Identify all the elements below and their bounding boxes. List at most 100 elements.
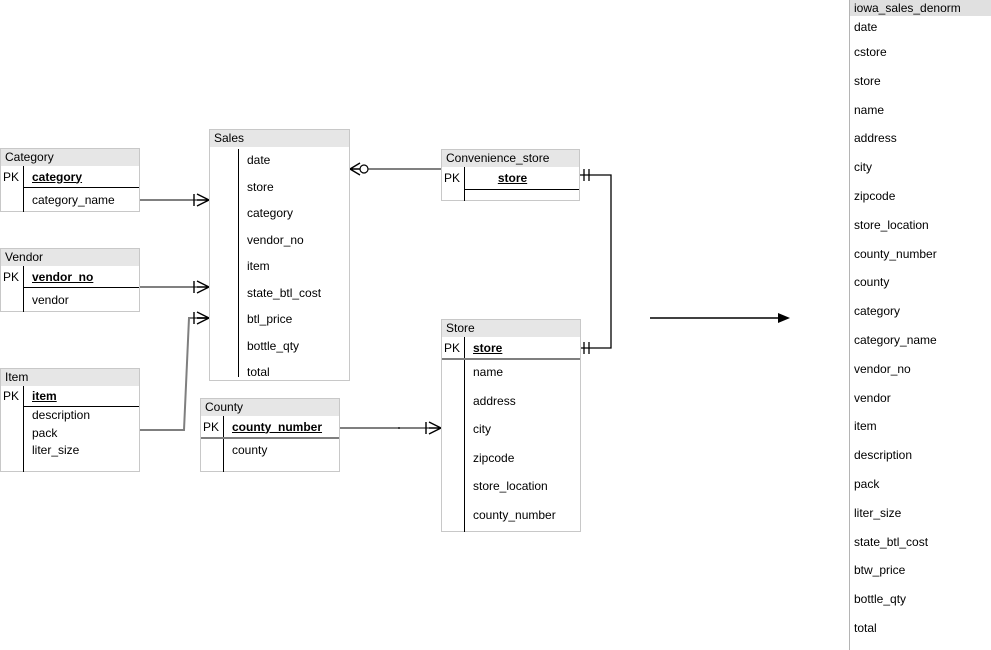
- field-row-sales-total[interactable]: total: [210, 359, 349, 386]
- field-row-store-pk[interactable]: PK store: [442, 337, 580, 358]
- denorm-column-item[interactable]: county_number: [854, 246, 937, 261]
- field-name: store: [473, 340, 503, 355]
- field-name: county_number: [232, 419, 323, 434]
- denorm-column-item[interactable]: store: [854, 73, 881, 88]
- pk-divider-rule: [442, 358, 580, 360]
- field-name: item: [247, 259, 270, 274]
- field-name: vendor: [32, 292, 69, 307]
- pk-marker: PK: [3, 389, 20, 403]
- field-name: category: [32, 169, 83, 184]
- field-row-sales-date[interactable]: date: [210, 147, 349, 174]
- denorm-column-item[interactable]: description: [854, 448, 913, 463]
- entity-gutter-rule: [223, 416, 224, 472]
- entity-county[interactable]: County PK county_number county: [200, 398, 340, 472]
- entity-vendor[interactable]: Vendor PK vendor_no vendor: [0, 248, 140, 312]
- entity-item[interactable]: Item PK item description pack liter_size: [0, 368, 140, 472]
- field-name: btl_price: [247, 312, 293, 327]
- field-row-store-address[interactable]: address: [442, 387, 580, 416]
- denorm-column-item[interactable]: address: [854, 131, 897, 146]
- field-name: category: [247, 206, 294, 221]
- field-row-store-county-number[interactable]: county_number: [442, 501, 580, 530]
- entity-gutter-rule: [464, 167, 465, 201]
- denorm-column-item[interactable]: date: [854, 20, 878, 34]
- entity-store-title: Store: [442, 320, 580, 337]
- denorm-table-panel[interactable]: iowa_sales_denorm date cstore store name add…: [849, 0, 991, 650]
- denorm-column-item[interactable]: county: [854, 275, 890, 290]
- field-name: state_btl_cost: [247, 285, 322, 300]
- field-row-county-pk[interactable]: PK county_number: [201, 416, 339, 437]
- field-row-store-city[interactable]: city: [442, 415, 580, 444]
- field-name: category_name: [32, 192, 115, 207]
- denorm-column-item[interactable]: liter_size: [854, 505, 902, 520]
- pk-divider-rule: [201, 437, 339, 439]
- denorm-column-item[interactable]: name: [854, 102, 885, 117]
- field-row-item-description[interactable]: description: [1, 406, 139, 424]
- field-row-item-pk[interactable]: PK item: [1, 386, 139, 406]
- denorm-column-item[interactable]: bottle_qty: [854, 592, 907, 607]
- field-name: vendor_no: [247, 232, 304, 247]
- denorm-column-item[interactable]: vendor: [854, 390, 891, 405]
- pk-divider-rule: [464, 189, 579, 190]
- denorm-column-item[interactable]: category_name: [854, 332, 937, 347]
- entity-category[interactable]: Category PK category category_name: [0, 148, 140, 212]
- entity-gutter-rule: [238, 149, 239, 377]
- denorm-column-item[interactable]: pack: [854, 476, 880, 491]
- field-row-sales-state-btl-cost[interactable]: state_btl_cost: [210, 280, 349, 307]
- pk-marker: PK: [444, 340, 461, 355]
- field-row-item-liter-size[interactable]: liter_size: [1, 441, 139, 458]
- entity-category-title: Category: [1, 149, 139, 166]
- entity-store[interactable]: Store PK store name address city z: [441, 319, 581, 532]
- field-name: zipcode: [473, 450, 515, 465]
- denorm-column-item[interactable]: state_btl_cost: [854, 534, 929, 549]
- field-name: pack: [32, 425, 58, 440]
- denorm-table-title: iowa_sales_denorm: [850, 0, 991, 16]
- relationship-connector-layer: [22, 162, 790, 435]
- field-row-sales-item[interactable]: item: [210, 253, 349, 280]
- field-row-vendor-pk[interactable]: PK vendor_no: [1, 266, 139, 287]
- field-row-sales-category[interactable]: category: [210, 200, 349, 227]
- field-row-store-zipcode[interactable]: zipcode: [442, 444, 580, 473]
- er-diagram-canvas: Category PK category category_name Vendo…: [0, 129, 790, 532]
- entity-gutter-rule: [23, 266, 24, 312]
- denorm-column-item[interactable]: category: [854, 304, 901, 319]
- denorm-column-item[interactable]: vendor_no: [854, 361, 911, 376]
- denorm-column-item[interactable]: item: [854, 419, 877, 434]
- field-row-store-location[interactable]: store_location: [442, 472, 580, 501]
- pk-marker: PK: [3, 169, 20, 184]
- relationship-convenience-store-store: [580, 169, 612, 354]
- denorm-column-item[interactable]: zipcode: [854, 188, 896, 203]
- entity-item-title: Item: [1, 369, 139, 386]
- field-row-sales-btl-price[interactable]: btl_price: [210, 306, 349, 333]
- field-row-county-name[interactable]: county: [201, 437, 339, 462]
- field-name: city: [473, 422, 491, 437]
- field-row-sales-vendor-no[interactable]: vendor_no: [210, 227, 349, 254]
- pk-divider-rule: [23, 406, 139, 407]
- field-name: county_number: [473, 507, 556, 522]
- field-name: vendor_no: [32, 269, 94, 284]
- field-row-sales-bottle-qty[interactable]: bottle_qty: [210, 333, 349, 360]
- entity-sales[interactable]: Sales date store category vendor_no item: [209, 129, 350, 381]
- field-row-sales-store[interactable]: store: [210, 174, 349, 201]
- denorm-column-item[interactable]: total: [854, 620, 877, 635]
- field-row-vendor-name[interactable]: vendor: [1, 287, 139, 312]
- entity-gutter-rule: [464, 337, 465, 532]
- relationship-item-sales: [140, 311, 210, 431]
- field-name: name: [473, 365, 504, 380]
- denorm-column-item[interactable]: btw_price: [854, 563, 906, 578]
- denormalization-arrow: [650, 313, 790, 323]
- field-row-category-name[interactable]: category_name: [1, 187, 139, 212]
- field-name: county: [232, 442, 268, 457]
- entity-convenience-store[interactable]: Convenience_store PK store: [441, 149, 580, 201]
- pk-marker: PK: [3, 269, 20, 284]
- field-row-category-pk[interactable]: PK category: [1, 166, 139, 187]
- relationship-county-store: [340, 421, 442, 435]
- field-name: description: [32, 408, 91, 422]
- field-row-convenience-store-pk[interactable]: PK store: [442, 167, 579, 189]
- denorm-column-item[interactable]: city: [854, 160, 872, 175]
- entity-gutter-rule: [23, 386, 24, 472]
- field-row-item-pack[interactable]: pack: [1, 424, 139, 441]
- pk-divider-rule: [23, 187, 139, 188]
- denorm-column-item[interactable]: store_location: [854, 217, 929, 232]
- field-row-store-name[interactable]: name: [442, 358, 580, 387]
- denorm-column-item[interactable]: cstore: [854, 45, 887, 59]
